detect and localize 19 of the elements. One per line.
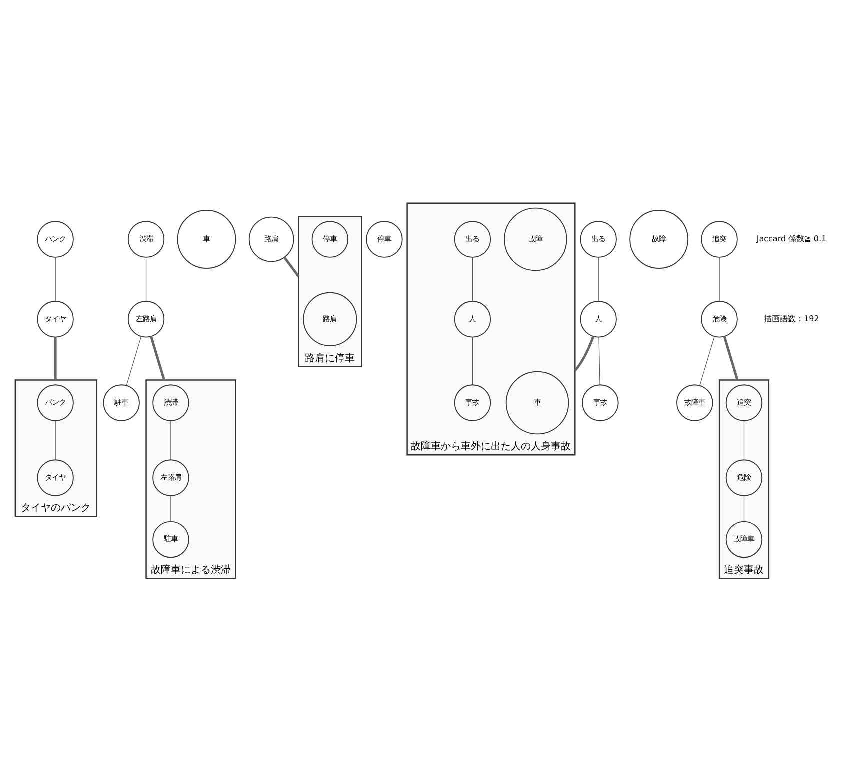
connector: [170, 496, 172, 522]
connector: [719, 257, 720, 302]
connector: [126, 336, 142, 386]
connector: [54, 338, 57, 380]
connector: [744, 420, 745, 460]
connector: [574, 336, 595, 372]
connector: [700, 336, 715, 386]
connector: [55, 257, 56, 302]
connector: [598, 257, 599, 302]
connector: [55, 420, 56, 460]
connector: [744, 496, 745, 522]
connector: [598, 337, 600, 386]
connector: [284, 256, 300, 278]
connector: [146, 257, 147, 302]
connector: [723, 336, 739, 381]
connector: [472, 257, 474, 302]
connector: [170, 420, 172, 460]
connector: [472, 337, 474, 386]
connector: [150, 336, 166, 381]
